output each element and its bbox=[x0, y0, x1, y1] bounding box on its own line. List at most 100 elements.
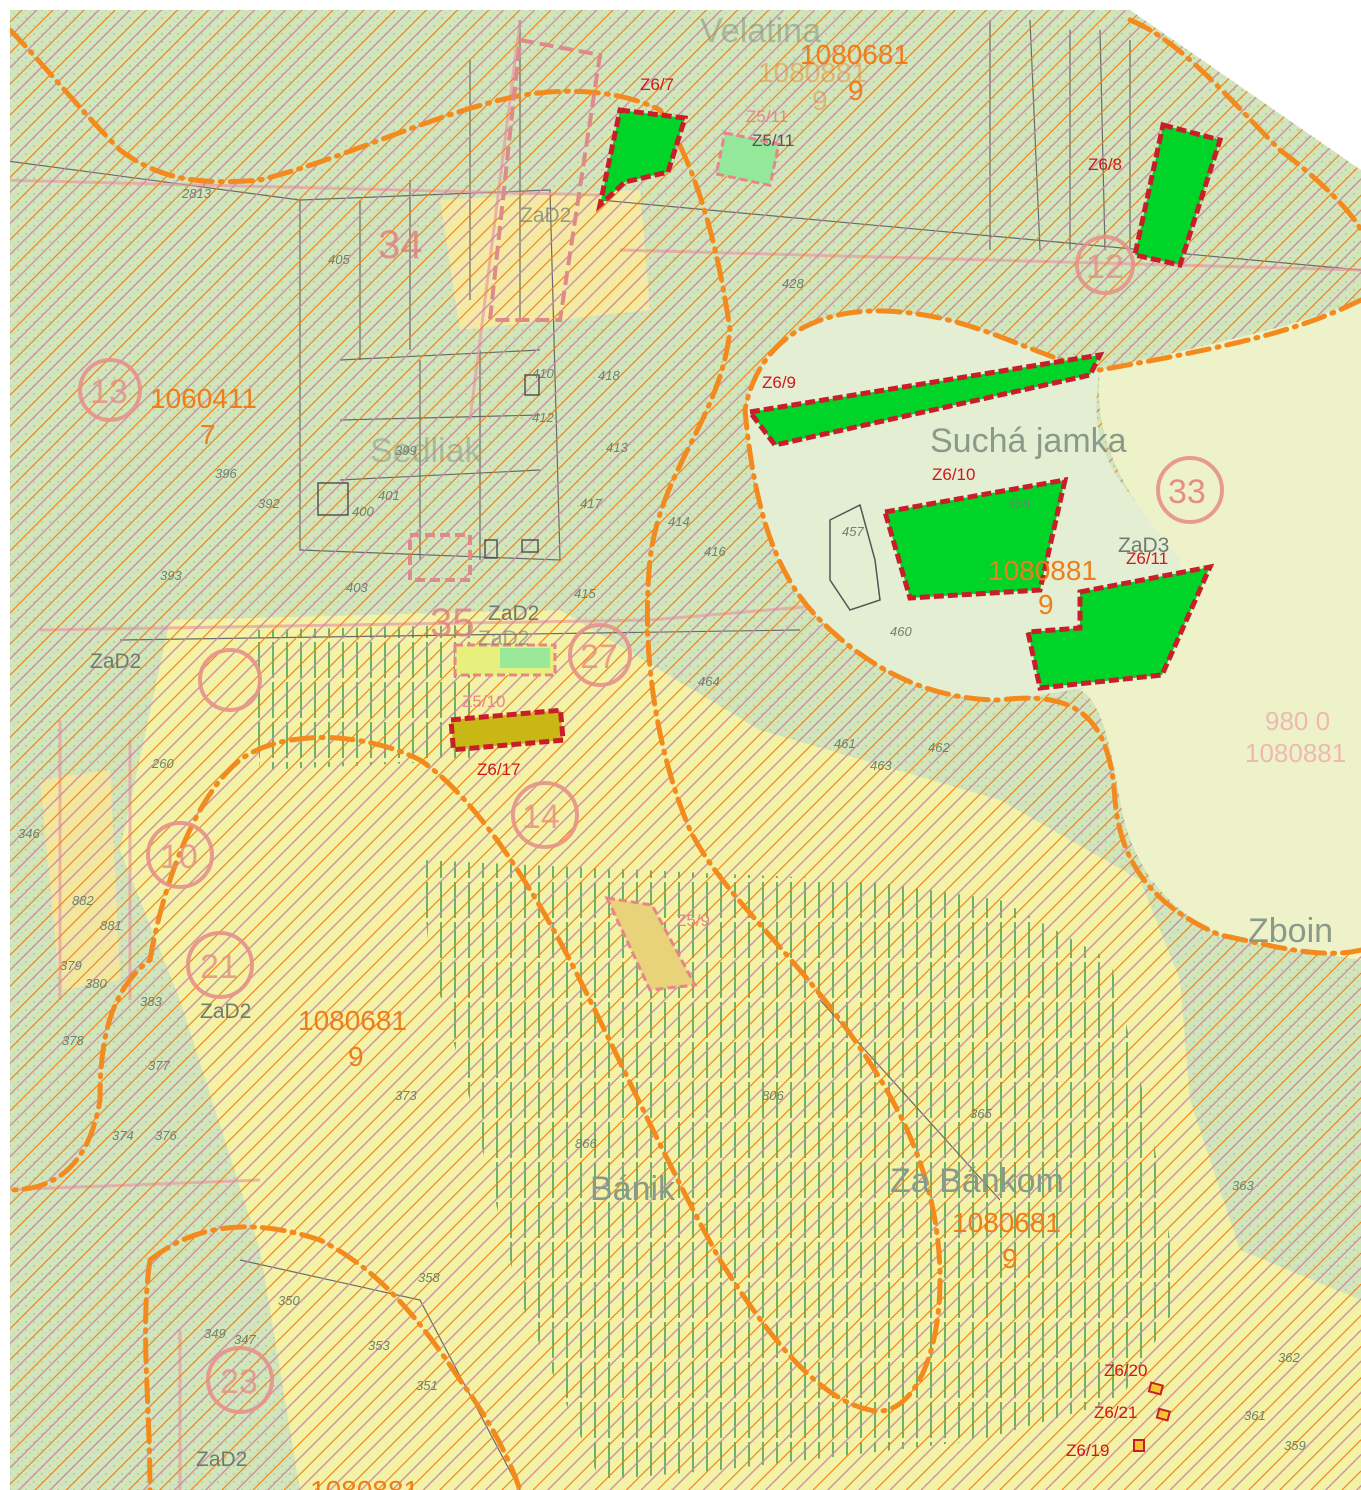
parcel-number: 882 bbox=[72, 893, 94, 908]
parcel-number: 461 bbox=[834, 736, 856, 751]
plot-red-dashed-outline-2 bbox=[408, 533, 472, 582]
plot-z5-10-green bbox=[500, 648, 550, 668]
circle-number-27: 27 bbox=[580, 638, 618, 676]
parcel-number: 358 bbox=[418, 1270, 440, 1285]
area-code-top: 1080681 bbox=[800, 39, 909, 70]
area-code-center-right: 1080881 bbox=[988, 555, 1097, 586]
parcel-number: 403 bbox=[346, 580, 368, 595]
plot-z6-19[interactable] bbox=[1133, 1439, 1145, 1452]
parcel-number: 418 bbox=[598, 368, 620, 383]
label-z5-11-gray: Z5/11 bbox=[752, 131, 794, 150]
area-code-top-suffix: 9 bbox=[848, 75, 864, 106]
circle-number-10: 10 bbox=[160, 838, 198, 876]
place-velatina: Velatina bbox=[700, 12, 821, 50]
parcel-number: 359 bbox=[1284, 1438, 1306, 1453]
label-z6-17: Z6/17 bbox=[477, 760, 520, 779]
label-z5-11-pink: Z5/11 bbox=[746, 107, 788, 126]
parcel-number: 347 bbox=[234, 1332, 256, 1347]
area-code-right-edge: 980 0 bbox=[1265, 706, 1330, 736]
label-z6-8: Z6/8 bbox=[1088, 155, 1122, 174]
parcel-number: 2813 bbox=[181, 186, 212, 201]
parcel-number: 346 bbox=[18, 826, 40, 841]
circle-number-23: 23 bbox=[220, 1363, 258, 1401]
plot-z6-8[interactable] bbox=[1132, 121, 1224, 268]
area-code-center-right-suffix: 9 bbox=[1038, 589, 1054, 620]
parcel-number: 460 bbox=[890, 624, 912, 639]
parcel-number: 350 bbox=[278, 1293, 300, 1308]
area-code-left-suffix: 7 bbox=[200, 419, 216, 450]
buildings bbox=[317, 374, 881, 611]
label-z6-21: Z6/21 bbox=[1094, 1403, 1137, 1422]
area-code-top-ghost: 1080881 bbox=[758, 57, 867, 88]
circle-number-33: 33 bbox=[1168, 473, 1206, 511]
plot-z5-9[interactable] bbox=[604, 896, 698, 992]
parcel-numbers: 3963923933994014004034054104124134144154… bbox=[18, 186, 1306, 1453]
parcel-number: 393 bbox=[160, 568, 182, 583]
parcel-number: 365 bbox=[970, 1106, 992, 1121]
parcel-number: 399 bbox=[395, 443, 417, 458]
circle-markers bbox=[78, 235, 1224, 1414]
zad2-label-left: ZaD2 bbox=[90, 650, 141, 673]
parcel-number: 374 bbox=[112, 1128, 134, 1143]
plot-z6-17[interactable] bbox=[448, 707, 566, 753]
clear-area-east-meadow bbox=[1080, 300, 1361, 954]
parcel-number: 362 bbox=[1278, 1350, 1300, 1365]
parcel-number: 401 bbox=[378, 488, 400, 503]
plot-z6-9[interactable] bbox=[745, 351, 1105, 448]
parcel-number: 353 bbox=[368, 1338, 390, 1353]
label-z6-10: Z6/10 bbox=[932, 465, 975, 484]
parcel-number: 363 bbox=[1232, 1178, 1254, 1193]
parcel-number: 428 bbox=[782, 276, 804, 291]
parcel-number: 392 bbox=[258, 496, 280, 511]
label-z5-9: Z5/9 bbox=[676, 911, 710, 930]
zad3-label: ZaD3 bbox=[1118, 534, 1169, 557]
parcel-number: 396 bbox=[215, 466, 237, 481]
circle-number-13: 13 bbox=[90, 373, 128, 411]
place-zboin: Zboin bbox=[1248, 912, 1333, 950]
parcel-number: 260 bbox=[151, 756, 174, 771]
label-z5-10: Z5/10 bbox=[462, 692, 505, 711]
orange-boundaries bbox=[10, 17, 1361, 1490]
circle-number-21: 21 bbox=[200, 948, 238, 986]
circle-number-12: 12 bbox=[1086, 248, 1124, 286]
parcel-number: 349 bbox=[204, 1326, 226, 1341]
parcel-number: 405 bbox=[328, 252, 350, 267]
plot-red-dashed-outline bbox=[487, 37, 603, 322]
parcel-number: 458 bbox=[1008, 496, 1030, 511]
area-code-left: 1060411 bbox=[150, 383, 257, 414]
place-sucha-jamka: Suchá jamka bbox=[930, 422, 1127, 460]
parcel-number: 400 bbox=[352, 504, 374, 519]
area-code-lower-left: 1080681 bbox=[298, 1005, 407, 1036]
plot-z6-7[interactable] bbox=[595, 107, 689, 213]
parcel-number: 457 bbox=[842, 524, 864, 539]
parcel-number: 416 bbox=[704, 544, 726, 559]
zad2-label-top: ZaD2 bbox=[520, 204, 571, 227]
plot-z6-21[interactable] bbox=[1155, 1407, 1172, 1422]
parcel-number: 380 bbox=[85, 976, 107, 991]
parcel-number: 410 bbox=[532, 366, 554, 381]
plot-z6-11[interactable] bbox=[1024, 563, 1215, 691]
zad2-label-lower: ZaD2 bbox=[200, 1000, 251, 1023]
parcel-number: 379 bbox=[60, 958, 82, 973]
place-banik: Bánik bbox=[590, 1170, 676, 1208]
plot-z6-10[interactable] bbox=[881, 476, 1069, 601]
parcel-number: 378 bbox=[62, 1033, 84, 1048]
plot-z5-11[interactable] bbox=[714, 131, 781, 188]
parcel-number: 463 bbox=[870, 758, 892, 773]
label-z6-20: Z6/20 bbox=[1104, 1361, 1147, 1380]
area-code-right-edge-2: 1080881 bbox=[1245, 738, 1346, 768]
label-z6-7: Z6/7 bbox=[640, 75, 674, 94]
parcel-number: 806 bbox=[762, 1088, 784, 1103]
zad2-label-mid2: ZaD2 bbox=[478, 627, 529, 650]
label-z6-19: Z6/19 bbox=[1066, 1441, 1109, 1460]
parcel-number: 464 bbox=[698, 674, 720, 689]
area-code-bottom: 1080881 bbox=[310, 1475, 419, 1490]
area-code-lower-center: 1080681 bbox=[952, 1207, 1061, 1238]
parcel-number: 881 bbox=[100, 918, 122, 933]
area-code-top-ghost-suffix: 9 bbox=[812, 85, 828, 116]
circle-number-35: 35 bbox=[430, 601, 475, 645]
plot-z6-20[interactable] bbox=[1147, 1381, 1165, 1396]
parcel-number: 412 bbox=[532, 410, 554, 425]
parcel-number: 377 bbox=[148, 1058, 170, 1073]
